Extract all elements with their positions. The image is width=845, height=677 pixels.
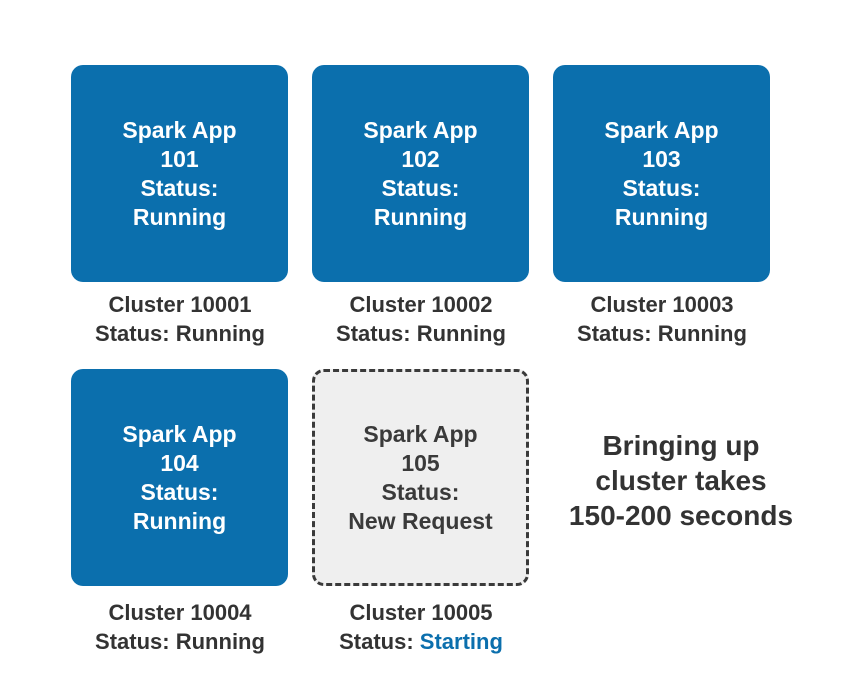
app-status-label: Status:: [622, 174, 701, 201]
app-id: 103: [642, 145, 681, 172]
app-title: Spark App: [363, 420, 478, 447]
app-title: Spark App: [122, 116, 237, 143]
app-status: Running: [132, 507, 227, 534]
spark-app-card-101: Spark App 101 Status: Running: [71, 65, 288, 282]
cluster-status: Running: [175, 629, 265, 654]
cluster-caption-10002: Cluster 10002 Status: Running: [291, 290, 551, 348]
cluster-status-prefix: Status:: [95, 629, 170, 654]
app-title: Spark App: [363, 116, 478, 143]
cluster-status-line: Status: Running: [50, 627, 310, 656]
cluster-status-line: Status: Running: [532, 319, 792, 348]
app-status: Running: [614, 203, 709, 230]
cluster-status: Running: [175, 321, 265, 346]
cluster-status-line: Status: Running: [50, 319, 310, 348]
cluster-status-starting: Starting: [419, 629, 503, 654]
cluster-name: Cluster 10002: [349, 292, 493, 317]
spark-app-card-102: Spark App 102 Status: Running: [312, 65, 529, 282]
cluster-status-prefix: Status:: [577, 321, 652, 346]
note-line-2: cluster takes: [595, 465, 767, 496]
cluster-caption-10005: Cluster 10005 Status: Starting: [291, 598, 551, 656]
app-status-label: Status:: [140, 174, 219, 201]
cluster-status-line: Status: Running: [291, 319, 551, 348]
cluster-status: Running: [416, 321, 506, 346]
app-id: 102: [401, 145, 440, 172]
app-title: Spark App: [604, 116, 719, 143]
cluster-caption-10001: Cluster 10001 Status: Running: [50, 290, 310, 348]
cluster-name: Cluster 10005: [349, 600, 493, 625]
cluster-name: Cluster 10001: [108, 292, 252, 317]
cluster-status-prefix: Status:: [95, 321, 170, 346]
cluster-name: Cluster 10003: [590, 292, 734, 317]
app-id: 105: [401, 449, 440, 476]
cluster-status-line: Status: Starting: [291, 627, 551, 656]
startup-time-note: Bringing up cluster takes 150-200 second…: [550, 428, 812, 533]
spark-app-card-103: Spark App 103 Status: Running: [553, 65, 770, 282]
app-status-label: Status:: [140, 478, 219, 505]
cluster-name: Cluster 10004: [108, 600, 252, 625]
cluster-caption-10004: Cluster 10004 Status: Running: [50, 598, 310, 656]
app-title: Spark App: [122, 420, 237, 447]
cluster-caption-10003: Cluster 10003 Status: Running: [532, 290, 792, 348]
spark-app-card-104: Spark App 104 Status: Running: [71, 369, 288, 586]
app-id: 101: [160, 145, 199, 172]
app-status-label: Status:: [381, 174, 460, 201]
app-status: Running: [132, 203, 227, 230]
note-line-3: 150-200 seconds: [568, 500, 794, 531]
app-status: New Request: [348, 507, 493, 534]
cluster-status-prefix: Status:: [336, 321, 411, 346]
note-line-1: Bringing up: [602, 430, 760, 461]
app-id: 104: [160, 449, 199, 476]
spark-app-card-105: Spark App 105 Status: New Request: [312, 369, 529, 586]
cluster-status-prefix: Status:: [339, 629, 414, 654]
app-status: Running: [373, 203, 468, 230]
app-status-label: Status:: [381, 478, 460, 505]
cluster-status: Running: [657, 321, 747, 346]
